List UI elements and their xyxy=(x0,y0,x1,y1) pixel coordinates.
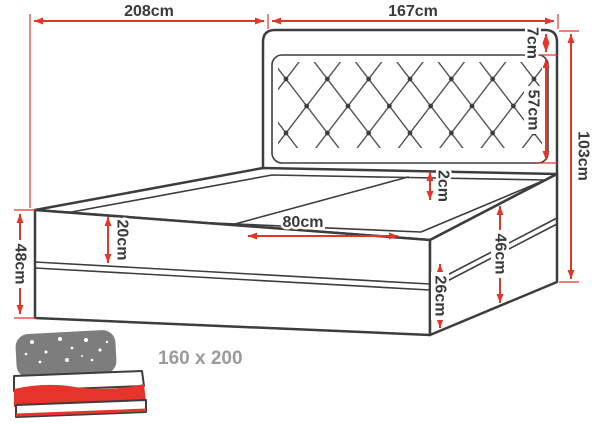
icon-headboard xyxy=(15,330,117,378)
dim-label-width: 167cm xyxy=(388,3,438,20)
size-caption: 160 x 200 xyxy=(158,348,243,369)
mattress-top-seam xyxy=(49,174,546,233)
dim-label-length: 208cm xyxy=(124,3,174,20)
label-plate xyxy=(524,86,542,134)
dim-label-half-width: 80cm xyxy=(283,214,324,231)
dimension-lines xyxy=(14,14,579,328)
dim-label-headboard-top: 7cm xyxy=(524,27,541,59)
mattress-center-seam xyxy=(234,176,409,225)
dim-label-total-height: 103cm xyxy=(575,131,592,181)
dim-label-top-edge: 2cm xyxy=(435,170,452,202)
label-plate xyxy=(431,272,449,320)
dim-label-headboard-panel: 57cm xyxy=(525,90,542,131)
icon-base-trim xyxy=(15,408,147,417)
dim-label-foot-height: 48cm xyxy=(12,244,29,285)
icon-headboard-dots xyxy=(24,337,109,364)
label-plate xyxy=(491,230,509,278)
dim-label-base-height: 26cm xyxy=(432,276,449,317)
bed-size-icon xyxy=(13,330,147,418)
foot-face-seams xyxy=(34,261,431,291)
headboard-tufting xyxy=(278,62,542,148)
bed-drawing xyxy=(33,28,559,337)
dim-label-mattress: 20cm xyxy=(114,220,131,261)
label-plate xyxy=(11,240,29,288)
dim-label-side-height: 46cm xyxy=(492,234,509,275)
dimension-labels: 208cm 167cm 7cm 57cm 103cm 48cm 20cm 80c… xyxy=(9,1,594,320)
